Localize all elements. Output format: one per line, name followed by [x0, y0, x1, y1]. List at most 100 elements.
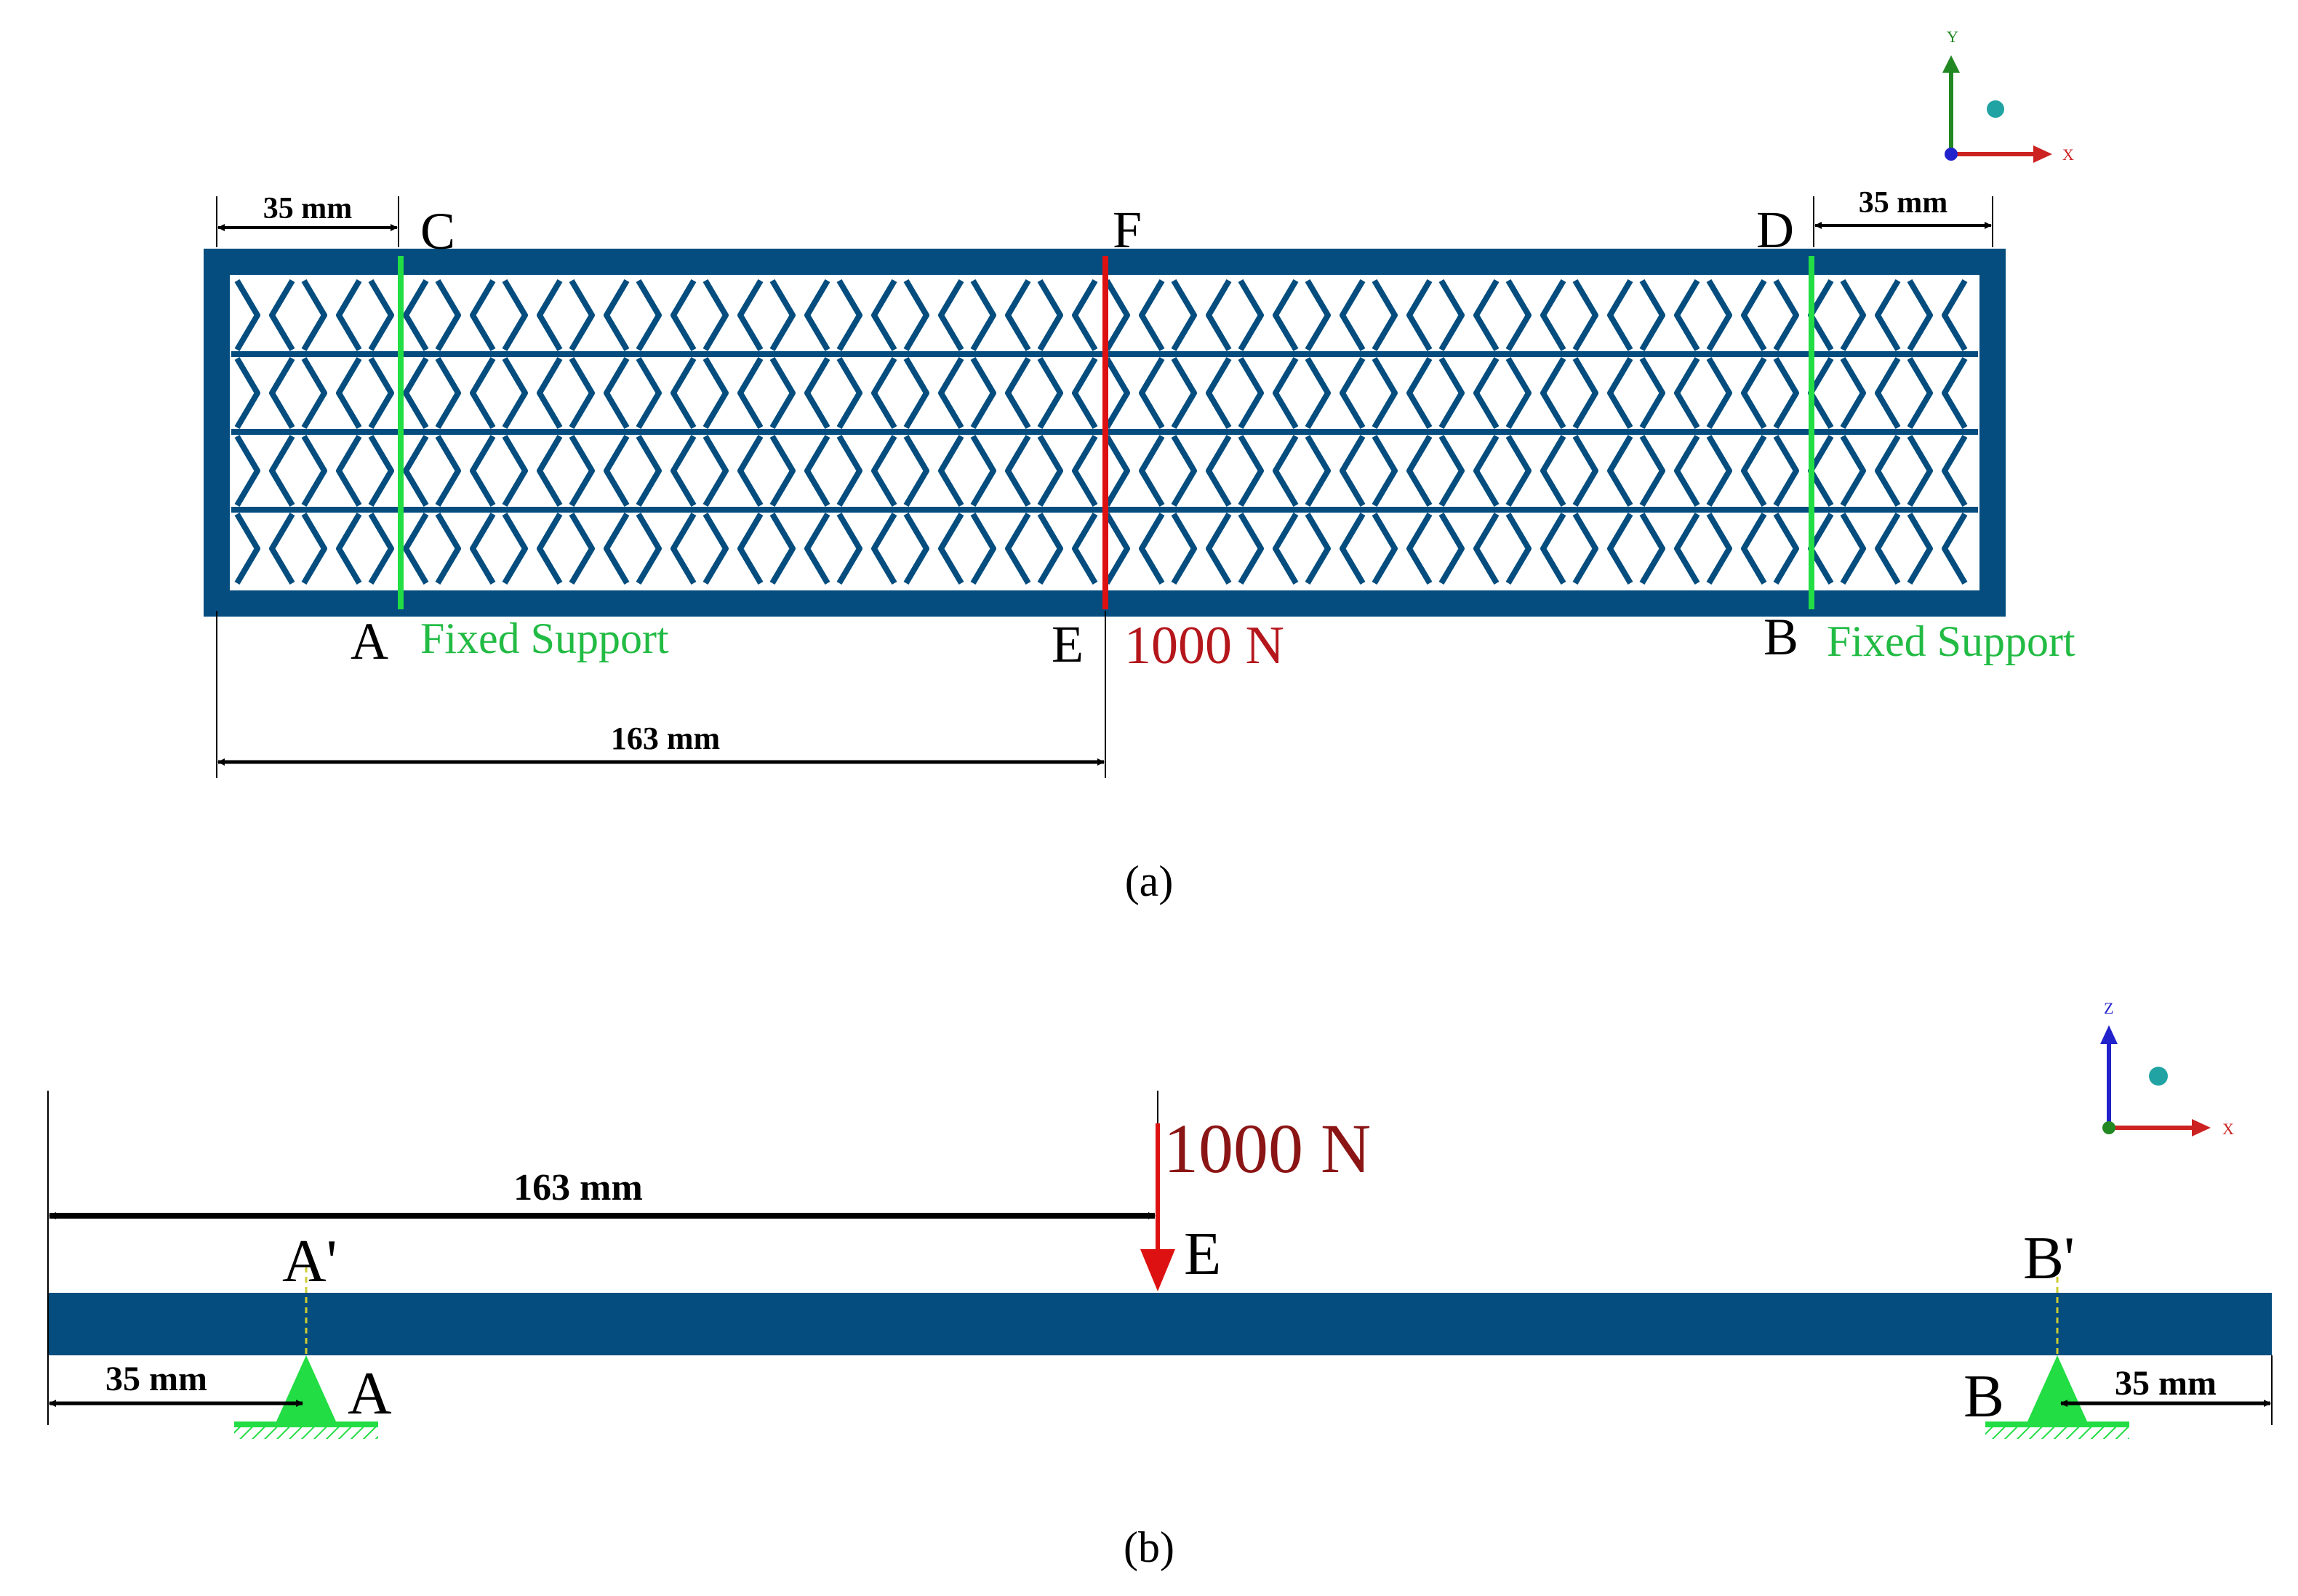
dimension-label-left: 35 mm	[263, 192, 352, 225]
point-label-d: D	[1756, 201, 1794, 259]
lattice-cell	[1037, 512, 1098, 585]
lattice-cell	[368, 356, 429, 430]
x-axis-label: X	[2222, 1120, 2234, 1138]
lattice-cell	[502, 356, 563, 430]
lattice-cell	[1438, 278, 1500, 352]
lattice-cell	[1572, 356, 1633, 430]
lattice-cell	[234, 434, 295, 508]
lattice-cell	[368, 278, 429, 352]
lattice-cell	[1305, 356, 1366, 430]
x-axis-arrowhead	[2192, 1119, 2211, 1136]
lattice-cell	[1104, 434, 1165, 508]
lattice-cell	[1907, 356, 1968, 430]
coordinate-triad-xz: Z X	[2100, 999, 2234, 1138]
lattice-cell	[836, 512, 897, 585]
lattice-cell	[1305, 434, 1366, 508]
lattice-cell	[836, 356, 897, 430]
lattice-cell	[1037, 278, 1098, 352]
panel-a: 35 mm 35 mm 163 mm C F D A E B Fixed Sup…	[204, 28, 2075, 905]
lattice-cell	[1639, 278, 1700, 352]
lattice-cell	[1706, 512, 1767, 585]
support-hatch-b	[1985, 1427, 2129, 1439]
lattice-cell	[1438, 356, 1500, 430]
lattice-cell	[702, 512, 764, 585]
lattice-cell	[1907, 512, 1968, 585]
dimension-label-right: 35 mm	[2115, 1364, 2217, 1403]
lattice-cell	[1505, 278, 1566, 352]
lattice-cell	[1171, 356, 1232, 430]
dimension-label-center: 163 mm	[513, 1167, 643, 1208]
lattice-cell	[702, 356, 764, 430]
lattice-cell	[1907, 434, 1968, 508]
force-label: 1000 N	[1124, 616, 1284, 675]
lattice-cell	[636, 512, 697, 585]
lattice-cell	[1372, 278, 1433, 352]
lattice-cell	[1305, 512, 1366, 585]
lattice-cell	[970, 434, 1031, 508]
lattice-cell	[769, 434, 830, 508]
point-label-a-prime: A'	[282, 1227, 337, 1295]
lattice-cell	[1305, 278, 1366, 352]
dimension-label-left: 35 mm	[105, 1360, 207, 1398]
point-label-b: B	[1763, 608, 1798, 666]
lattice-cell	[1037, 434, 1098, 508]
x-axis-arrowhead	[2033, 145, 2052, 163]
lattice-cell	[301, 356, 362, 430]
panel-b: 163 mm 35 mm 35 mm 1000 N A' B' E A B Z …	[47, 999, 2273, 1571]
lattice-cell	[1706, 356, 1767, 430]
force-arrow	[1140, 1123, 1175, 1291]
lattice-cell	[1438, 434, 1500, 508]
lattice-cell	[301, 512, 362, 585]
lattice-cell	[1639, 512, 1700, 585]
support-triangle-a	[276, 1355, 336, 1421]
coordinate-triad-xy: Y X	[1942, 28, 2074, 164]
lattice-cell	[1438, 512, 1500, 585]
lattice-cell	[970, 356, 1031, 430]
lattice-cell	[569, 512, 630, 585]
lattice-cell	[836, 434, 897, 508]
lattice-cell	[569, 356, 630, 430]
lattice-cell	[368, 512, 429, 585]
origin-point	[1945, 148, 1958, 161]
lattice-cell	[1572, 278, 1633, 352]
lattice-cell	[1238, 434, 1299, 508]
lattice-cell	[702, 278, 764, 352]
lattice-cell	[1171, 512, 1232, 585]
lattice-cell	[970, 278, 1031, 352]
auxetic-lattice	[231, 278, 1978, 585]
lattice-cell	[1639, 356, 1700, 430]
beam-side-view	[48, 1293, 2272, 1355]
lattice-cell	[1505, 434, 1566, 508]
lattice-cell	[1372, 356, 1433, 430]
lattice-cell	[1773, 356, 1834, 430]
lattice-cell	[1639, 434, 1700, 508]
lattice-cell	[1104, 278, 1165, 352]
lattice-cell	[1840, 278, 1901, 352]
lattice-cell	[1171, 434, 1232, 508]
point-label-e: E	[1184, 1220, 1221, 1288]
lattice-cell	[569, 278, 630, 352]
lattice-cell	[435, 356, 496, 430]
point-label-b: B	[1963, 1363, 2004, 1430]
x-axis-label: X	[2062, 145, 2074, 164]
lattice-cell	[301, 434, 362, 508]
lattice-cell	[1706, 278, 1767, 352]
fixed-support-label-left: Fixed Support	[420, 614, 669, 662]
lattice-cell	[1840, 434, 1901, 508]
lattice-cell	[970, 512, 1031, 585]
lattice-cell	[903, 356, 964, 430]
lattice-cell	[1572, 512, 1633, 585]
lattice-cell	[1171, 278, 1232, 352]
lattice-cell	[769, 512, 830, 585]
dimension-label-center: 163 mm	[611, 721, 720, 756]
y-axis-label: Y	[1947, 28, 1958, 46]
lattice-cell	[1505, 356, 1566, 430]
lattice-cell	[1773, 434, 1834, 508]
lattice-cell	[1840, 356, 1901, 430]
force-arrow-head	[1140, 1249, 1175, 1291]
lattice-cell	[1104, 356, 1165, 430]
lattice-cell	[1840, 512, 1901, 585]
caption-b: (b)	[1124, 1523, 1174, 1571]
lattice-cell	[903, 434, 964, 508]
